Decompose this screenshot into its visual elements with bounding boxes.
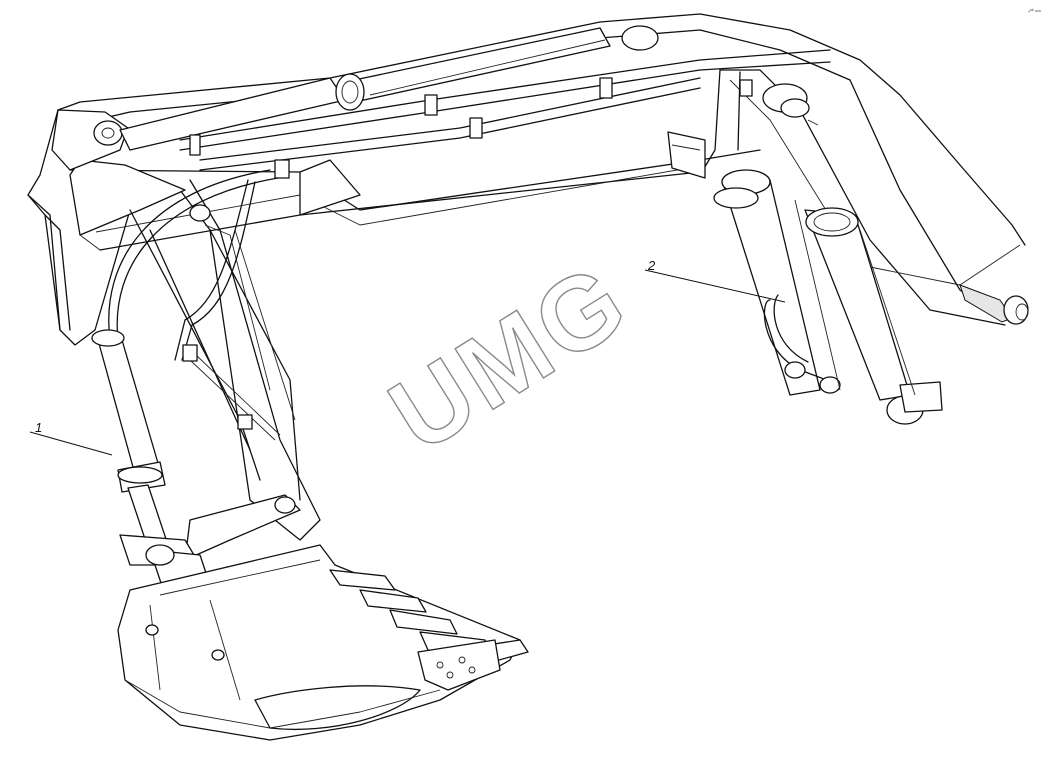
boom-cylinder-2 [713,169,943,425]
callout-label-2: 2 [647,258,656,273]
callout-label-1: 1 [35,420,42,435]
leader-line-2 [644,269,786,303]
boom-structure [57,13,1029,326]
callout-1: 1 [29,420,113,456]
leader-line-1 [29,431,113,456]
bucket-cylinder-1 [91,329,169,549]
hydraulic-line-pair [179,49,831,179]
hose-loops [108,169,281,441]
boom-cylinder-top [119,25,659,151]
umg-watermark: UMG [371,241,648,474]
callout-2: 2 [644,258,786,303]
arm-structure [27,109,321,541]
bucket [117,544,529,741]
corner-mark: ₄ˢᵇ ₘₘ [1028,8,1041,14]
